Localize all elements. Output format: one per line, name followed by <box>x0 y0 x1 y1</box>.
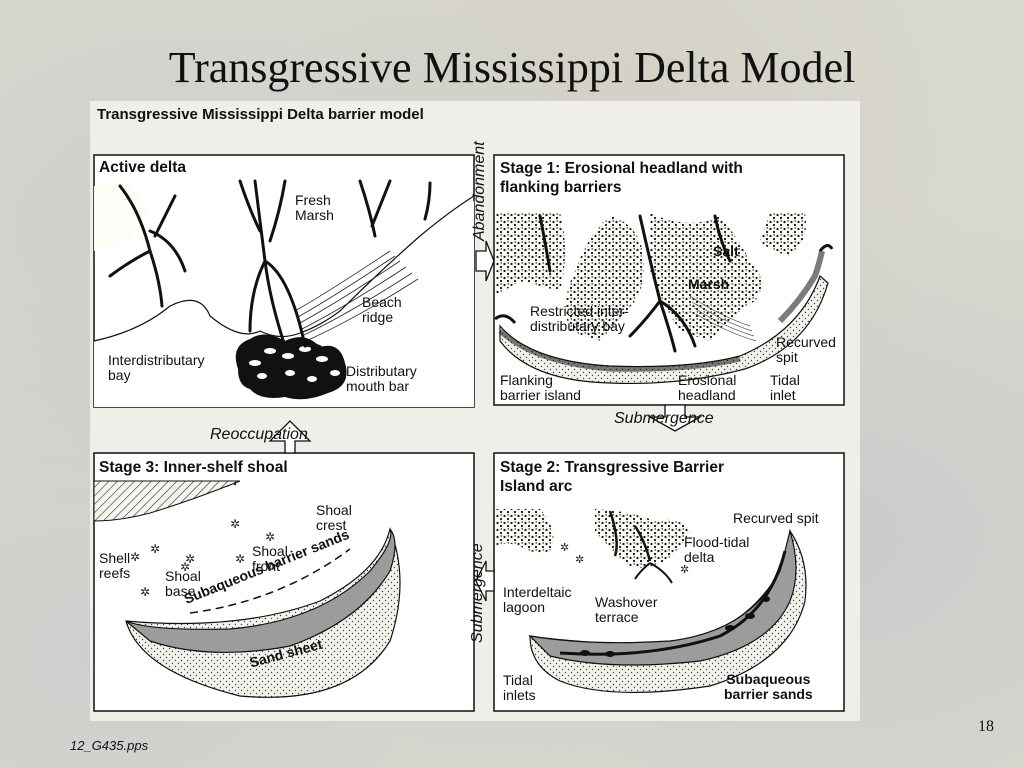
svg-text:✲: ✲ <box>150 542 160 556</box>
erosional-headland-label: Erosional headland <box>678 372 737 403</box>
shoal-crest-label: Shoal crest <box>316 502 352 533</box>
beach-ridge-label: Beach ridge <box>362 294 402 325</box>
tidal-inlet-label: Tidal inlet <box>770 372 800 403</box>
washover-terrace-label: Washover terrace <box>595 594 658 625</box>
stage1-drawing <box>494 213 834 385</box>
abandonment-arrow <box>475 240 495 282</box>
active-delta-drawing <box>93 179 475 407</box>
svg-text:✲: ✲ <box>130 550 140 564</box>
stage3-title: Stage 3: Inner-shelf shoal <box>99 459 288 476</box>
transition-arrows <box>268 240 703 602</box>
stage2-subaqueous-barrier-sands-label: Subaqueous barrier sands <box>724 671 813 702</box>
flanking-barrier-label: Flanking barrier island <box>500 372 581 403</box>
slide-number: 18 <box>978 718 994 735</box>
restricted-bay-label: Restricted inter- distributary bay <box>530 303 629 334</box>
svg-text:✲: ✲ <box>560 541 569 554</box>
reoccupation-label: Reoccupation <box>210 426 308 443</box>
delta-model-figure: ✲✲✲ ✲✲✲ ✲✲ ✲✲✲ <box>90 101 860 721</box>
active-delta-title: Active delta <box>99 159 187 176</box>
submergence-label-1: Submergence <box>614 410 714 427</box>
stage2-drawing: ✲ ✲ ✲ <box>495 509 807 693</box>
slide-title: Transgressive Mississippi Delta Model <box>168 43 856 92</box>
shoal-base-label: Shoal base <box>165 568 201 599</box>
fresh-marsh-label: Fresh Marsh <box>295 192 334 223</box>
flood-tidal-delta-label: Flood-tidal delta <box>684 534 750 565</box>
stage1-title: Stage 1: Erosional headland with flankin… <box>500 160 743 196</box>
submergence-arrow-2 <box>475 560 495 602</box>
salt-marsh-label-1: Salt <box>713 243 739 259</box>
stage2-recurved-spit-label: Recurved spit <box>733 510 819 526</box>
shell-reefs-label: Shell reefs <box>99 550 131 581</box>
tidal-inlets-label: Tidal inlets <box>503 672 536 703</box>
svg-text:✲: ✲ <box>680 563 689 576</box>
interdistributary-bay-label: Interdistributary bay <box>108 352 205 383</box>
salt-marsh-label-2: Marsh <box>688 276 730 292</box>
figure-graphics: ✲✲✲ ✲✲✲ ✲✲ ✲✲✲ <box>93 154 845 712</box>
stage1-recurved-spit-label: Recurved spit <box>776 334 836 365</box>
svg-text:✲: ✲ <box>265 530 275 544</box>
shoal-front-label: Shoal front <box>252 543 288 574</box>
stage3-drawing: ✲✲✲ ✲✲✲ ✲✲ <box>93 480 401 698</box>
interdeltaic-lagoon-label: Interdeltaic lagoon <box>503 584 572 615</box>
svg-text:✲: ✲ <box>185 552 195 566</box>
stage2-title: Stage 2: Transgressive Barrier Island ar… <box>500 459 725 495</box>
svg-text:✲: ✲ <box>575 553 584 566</box>
abandonment-label: Abandonment <box>471 141 488 241</box>
svg-text:✲: ✲ <box>140 585 150 599</box>
figure-title: Transgressive Mississippi Delta barrier … <box>97 106 424 123</box>
footer-filename: 12_G435.pps <box>70 738 149 753</box>
submergence-arrow-1 <box>647 404 703 432</box>
submergence-label-2: Submergence <box>469 543 486 643</box>
svg-text:✲: ✲ <box>235 552 245 566</box>
reoccupation-arrow <box>268 420 312 454</box>
svg-text:✲: ✲ <box>180 560 190 574</box>
mouth-bar-label: Distributary mouth bar <box>346 363 417 394</box>
svg-text:✲: ✲ <box>230 517 240 531</box>
